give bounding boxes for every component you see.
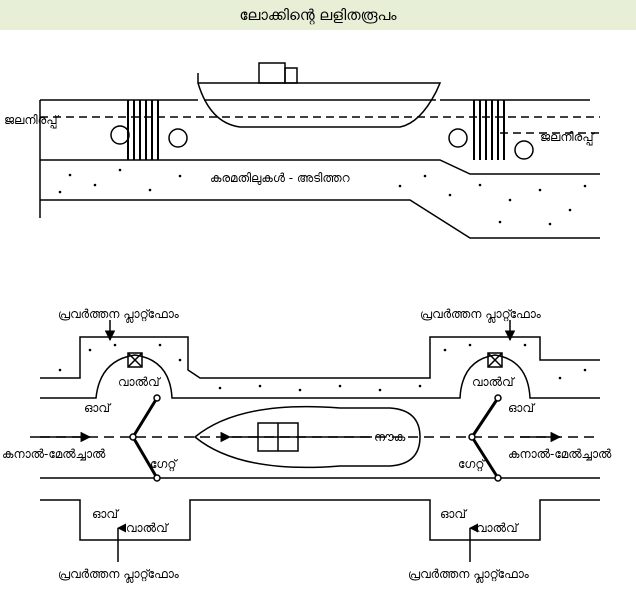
upper-bank xyxy=(40,336,600,379)
platform-label-top-left: പ്രവർത്തന പ്ലാറ്റ്ഫോം xyxy=(58,307,180,323)
canal-label-right: കനാൽ-മേൽച്ചാൽ xyxy=(508,447,612,461)
gate-left-side xyxy=(127,100,159,160)
sluice-label-right: ഓവ് xyxy=(508,401,536,415)
gate-label-right: ഗേറ്റ് xyxy=(458,457,486,472)
platform-label-bottom-right: പ്രവർത്തന പ്ലാറ്റ്ഫോം xyxy=(408,567,530,583)
gate-right-side xyxy=(473,100,505,160)
bottom-valve-label-left: വാൽവ് xyxy=(126,521,170,535)
valve-label-right: വാൽവ് xyxy=(472,375,516,389)
water-level-label-left: ജലനിരപ്പ് xyxy=(4,113,59,128)
gate-right-plan xyxy=(470,397,500,479)
sluice-circle xyxy=(514,140,534,160)
water-level-label-right: ജലനിരപ്പ് xyxy=(540,130,595,145)
valve-box-right xyxy=(487,352,503,368)
floor-label: കരമതിലുകൾ - അടിത്തറ xyxy=(210,171,350,186)
bottom-sluice-label-right: ഓവ് xyxy=(440,507,468,521)
plan-view xyxy=(30,320,600,562)
platform-label-top-right: പ്രവർത്തന പ്ലാറ്റ്ഫോം xyxy=(420,307,542,323)
side-view xyxy=(39,62,600,239)
gate-left-plan xyxy=(131,397,159,479)
gate-label-left: ഗേറ്റ് xyxy=(150,457,178,472)
valve-box-left xyxy=(127,352,143,368)
platform-label-bottom-left: പ്രവർത്തന പ്ലാറ്റ്ഫോം xyxy=(58,567,180,583)
canal-label-left: കനാൽ-മേൽച്ചാൽ xyxy=(2,447,106,461)
bottom-sluice-label-left: ഓവ് xyxy=(92,507,120,521)
sluice-circle xyxy=(448,128,468,148)
lock-diagram: ജലനിരപ്പ് ജലനിരപ്പ് കരമതിലുകൾ - അടിത്തറ xyxy=(2,62,612,583)
sluice-circle xyxy=(168,128,188,148)
sluice-circle xyxy=(110,125,130,145)
diagram-title: ലോക്കിന്റെ ലളിതരൂപം xyxy=(0,0,636,30)
sluice-label-left: ഓവ് xyxy=(84,401,112,415)
boat-outline xyxy=(193,405,421,469)
valve-label-left: വാൽവ് xyxy=(118,375,162,389)
bottom-valve-label-right: വാൽവ് xyxy=(476,521,520,535)
bank-gravel xyxy=(58,343,587,392)
ship-silhouette xyxy=(197,62,442,128)
boat-label: നൗക xyxy=(374,430,406,444)
floor-gravel xyxy=(58,168,587,226)
